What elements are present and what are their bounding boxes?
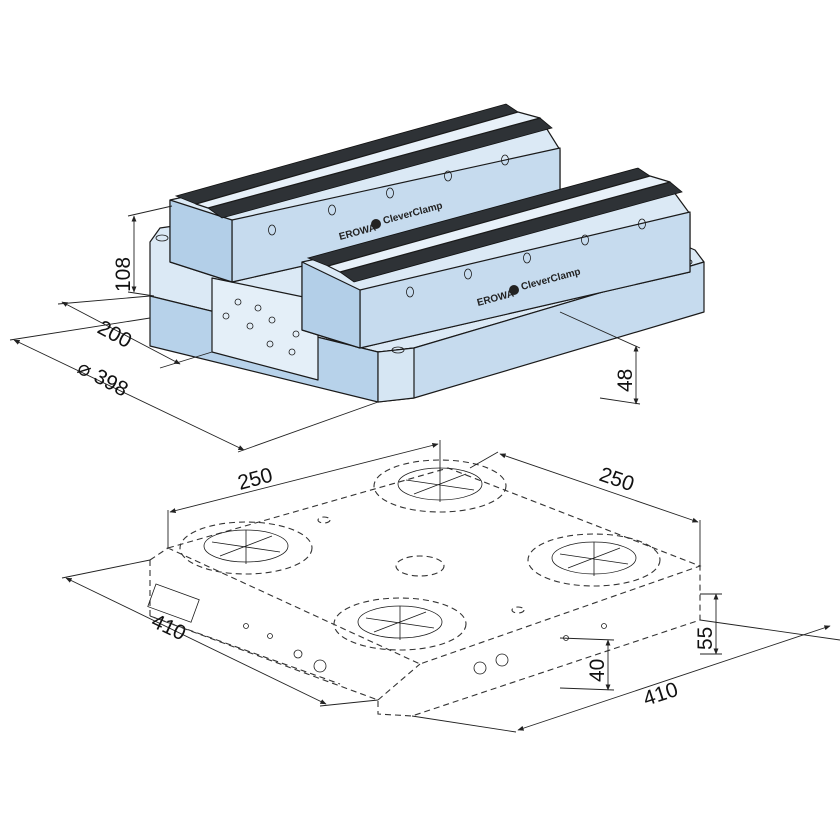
dim-spacing-left-250: 250 — [235, 464, 275, 495]
front-vise: EROWA CleverClamp — [301, 167, 691, 349]
center-block-holes — [222, 298, 300, 356]
dim-length-right-410: 410 — [640, 678, 680, 711]
dim-height-108: 108 — [112, 257, 135, 292]
front-vise-holes — [406, 218, 646, 298]
lower-dimensions: 250 250 410 410 40 55 — [61, 440, 840, 733]
chuck-right — [527, 533, 661, 587]
chuck-left — [179, 521, 313, 575]
dim-height-55: 55 — [694, 627, 717, 650]
center-hole — [395, 555, 445, 577]
dim-diameter-398: ⌀ 398 — [74, 356, 132, 401]
upper-clamp-assembly: EROWA CleverClamp EROWA CleverClamp — [9, 103, 705, 453]
dim-length-left-410: 410 — [148, 610, 189, 646]
back-vise-holes — [268, 154, 509, 236]
dim-height-40: 40 — [586, 659, 609, 682]
dim-plate-48: 48 — [614, 369, 637, 392]
pallet-chamfer-face — [377, 347, 415, 403]
pallet-hole-icon — [391, 346, 405, 354]
pallet-hole-icon — [155, 234, 169, 242]
front-vise-logo-icon — [509, 285, 519, 295]
chuck-front — [333, 597, 467, 651]
dim-spacing-right-250: 250 — [596, 463, 637, 496]
back-vise-logo-icon — [371, 219, 381, 229]
lower-chuck-plate: 250 250 410 410 40 55 — [61, 440, 840, 733]
plate-side-details — [147, 583, 607, 675]
back-vise: EROWA CleverClamp — [169, 103, 561, 283]
plate-top-outline — [166, 467, 702, 665]
